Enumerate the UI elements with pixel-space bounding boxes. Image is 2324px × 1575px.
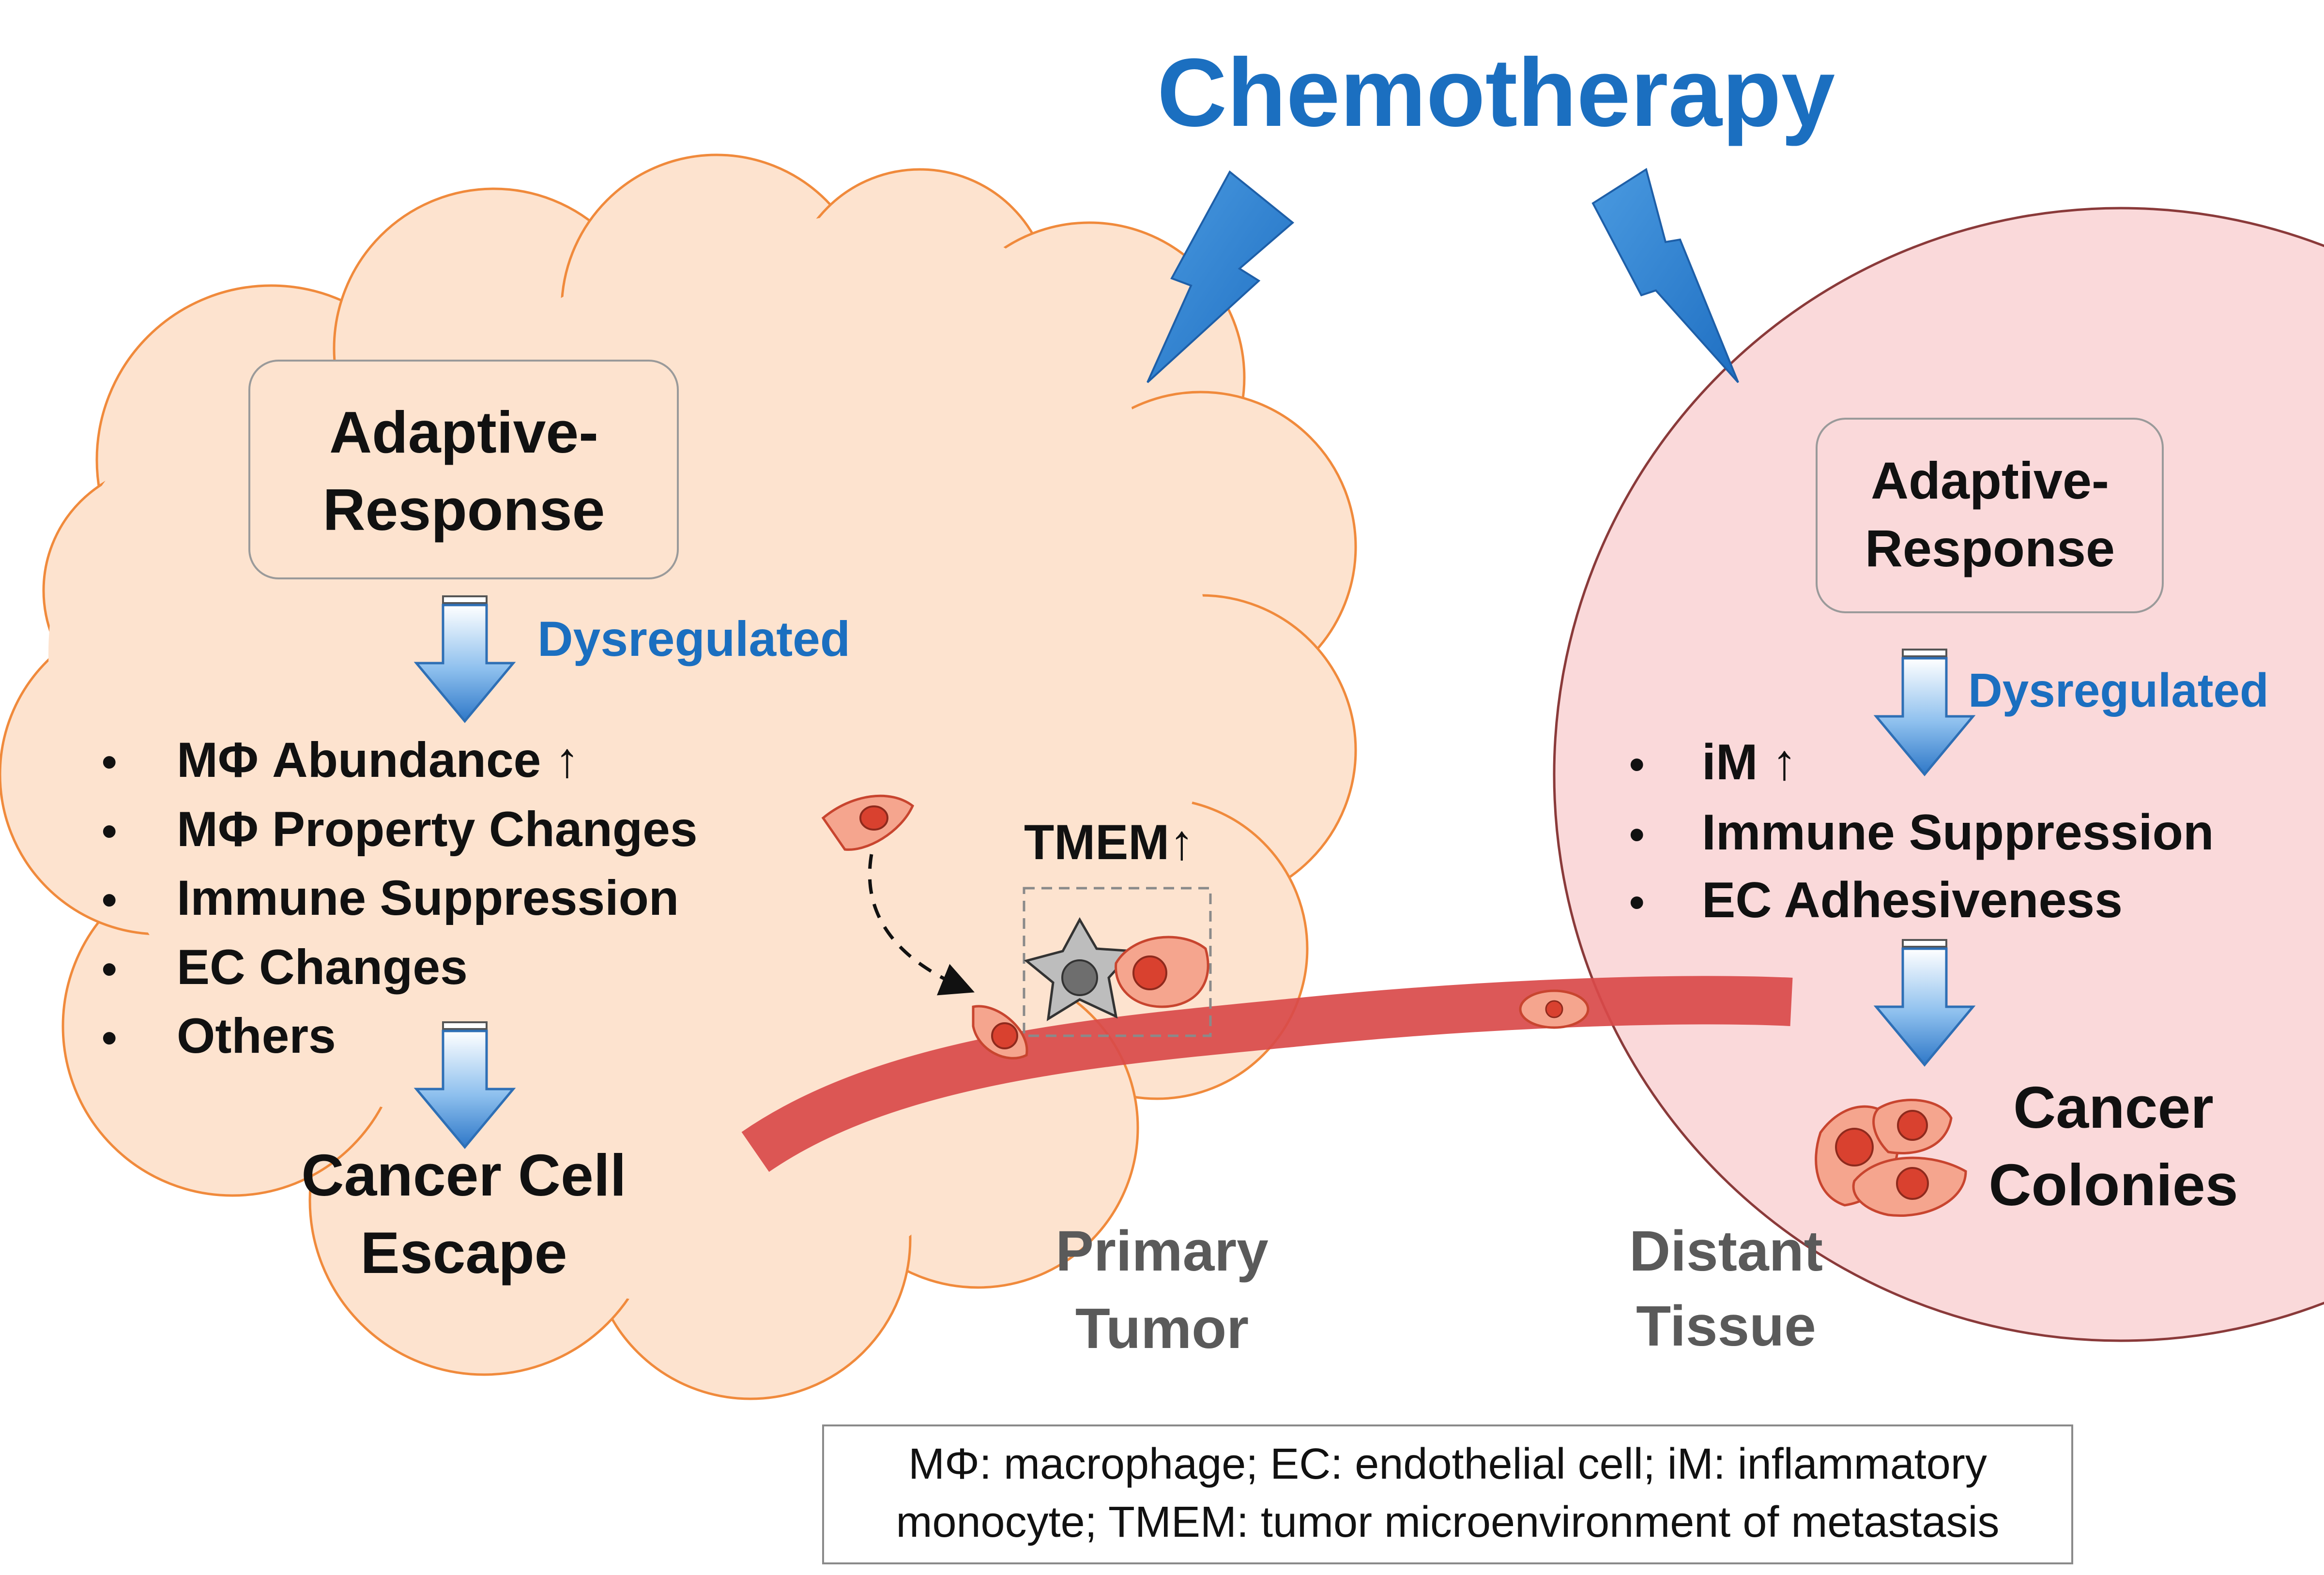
primary-bullet-3: Immune Suppression (177, 870, 679, 925)
distant-bullet-2: Immune Suppression (1702, 804, 2214, 861)
intravasating-cancer-cell (972, 1005, 1028, 1060)
legend-line2: monocyte; TMEM: tumor microenvironment o… (896, 1498, 1999, 1546)
legend-line1: MΦ: macrophage; EC: endothelial cell; iM… (908, 1440, 1987, 1488)
primary-bullet-1: MΦ Abundance ↑ (177, 732, 580, 788)
primary-box-line1: Adaptive- (329, 399, 598, 465)
primary-bullet-4: EC Changes (177, 939, 468, 995)
bullet-dot: • (1629, 811, 1645, 859)
distant-dysregulated-label: Dysregulated (1968, 664, 2269, 717)
distant-region-line2: Tissue (1636, 1294, 1816, 1358)
blood-vessel (741, 976, 1793, 1172)
distant-box-line1: Adaptive- (1871, 451, 2109, 510)
tmem-box (1023, 887, 1212, 1037)
primary-box-line2: Response (322, 477, 605, 543)
bullet-dot: • (1629, 878, 1645, 927)
distant-outcome-line1: Cancer (2013, 1075, 2214, 1140)
bullet-dot: • (102, 876, 117, 924)
primary-bullet-2: MΦ Property Changes (177, 802, 698, 857)
bullet-dot: • (102, 945, 117, 994)
distant-box-line2: Response (1865, 519, 2115, 577)
circulating-cancer-cell (1519, 989, 1590, 1029)
macrophage-icon (1024, 917, 1136, 1021)
distant-bullet-list: • iM ↑ • Immune Suppression • EC Adhesiv… (1629, 734, 2214, 928)
primary-bullet-5: Others (177, 1008, 336, 1063)
bullet-dot: • (102, 1014, 117, 1062)
distant-adaptive-response-box (1816, 418, 2164, 613)
primary-outcome-line1: Cancer Cell (301, 1142, 626, 1208)
distant-outcome-line2: Colonies (1988, 1152, 2238, 1218)
distant-bullet-3: EC Adhesiveness (1702, 872, 2123, 928)
cancer-colony-icon (1815, 1099, 1967, 1217)
primary-dysregulated-label: Dysregulated (537, 611, 850, 666)
primary-region-line2: Tumor (1075, 1297, 1249, 1361)
diagram-title: Chemotherapy (1157, 39, 1835, 147)
migrating-cancer-cell (821, 794, 915, 851)
primary-region-line1: Primary (1055, 1219, 1269, 1283)
primary-bullet-list: • MΦ Abundance ↑ • MΦ Property Changes •… (102, 732, 698, 1063)
legend-box (822, 1424, 2073, 1564)
tmem-label: TMEM↑ (1024, 815, 1194, 870)
primary-adaptive-response-box (248, 360, 679, 579)
distant-bullet-1: iM ↑ (1702, 734, 1797, 790)
bullet-dot: • (102, 807, 117, 856)
primary-outcome-line2: Escape (360, 1220, 567, 1286)
bullet-dot: • (102, 738, 117, 787)
distant-region-line1: Distant (1629, 1219, 1823, 1283)
bullet-dot: • (1629, 741, 1645, 789)
migration-path (868, 854, 975, 996)
tmem-cancer-cell (1115, 936, 1209, 1008)
lightning-bolt-icon (1147, 170, 1295, 383)
lightning-bolt-icon (1591, 167, 1739, 383)
